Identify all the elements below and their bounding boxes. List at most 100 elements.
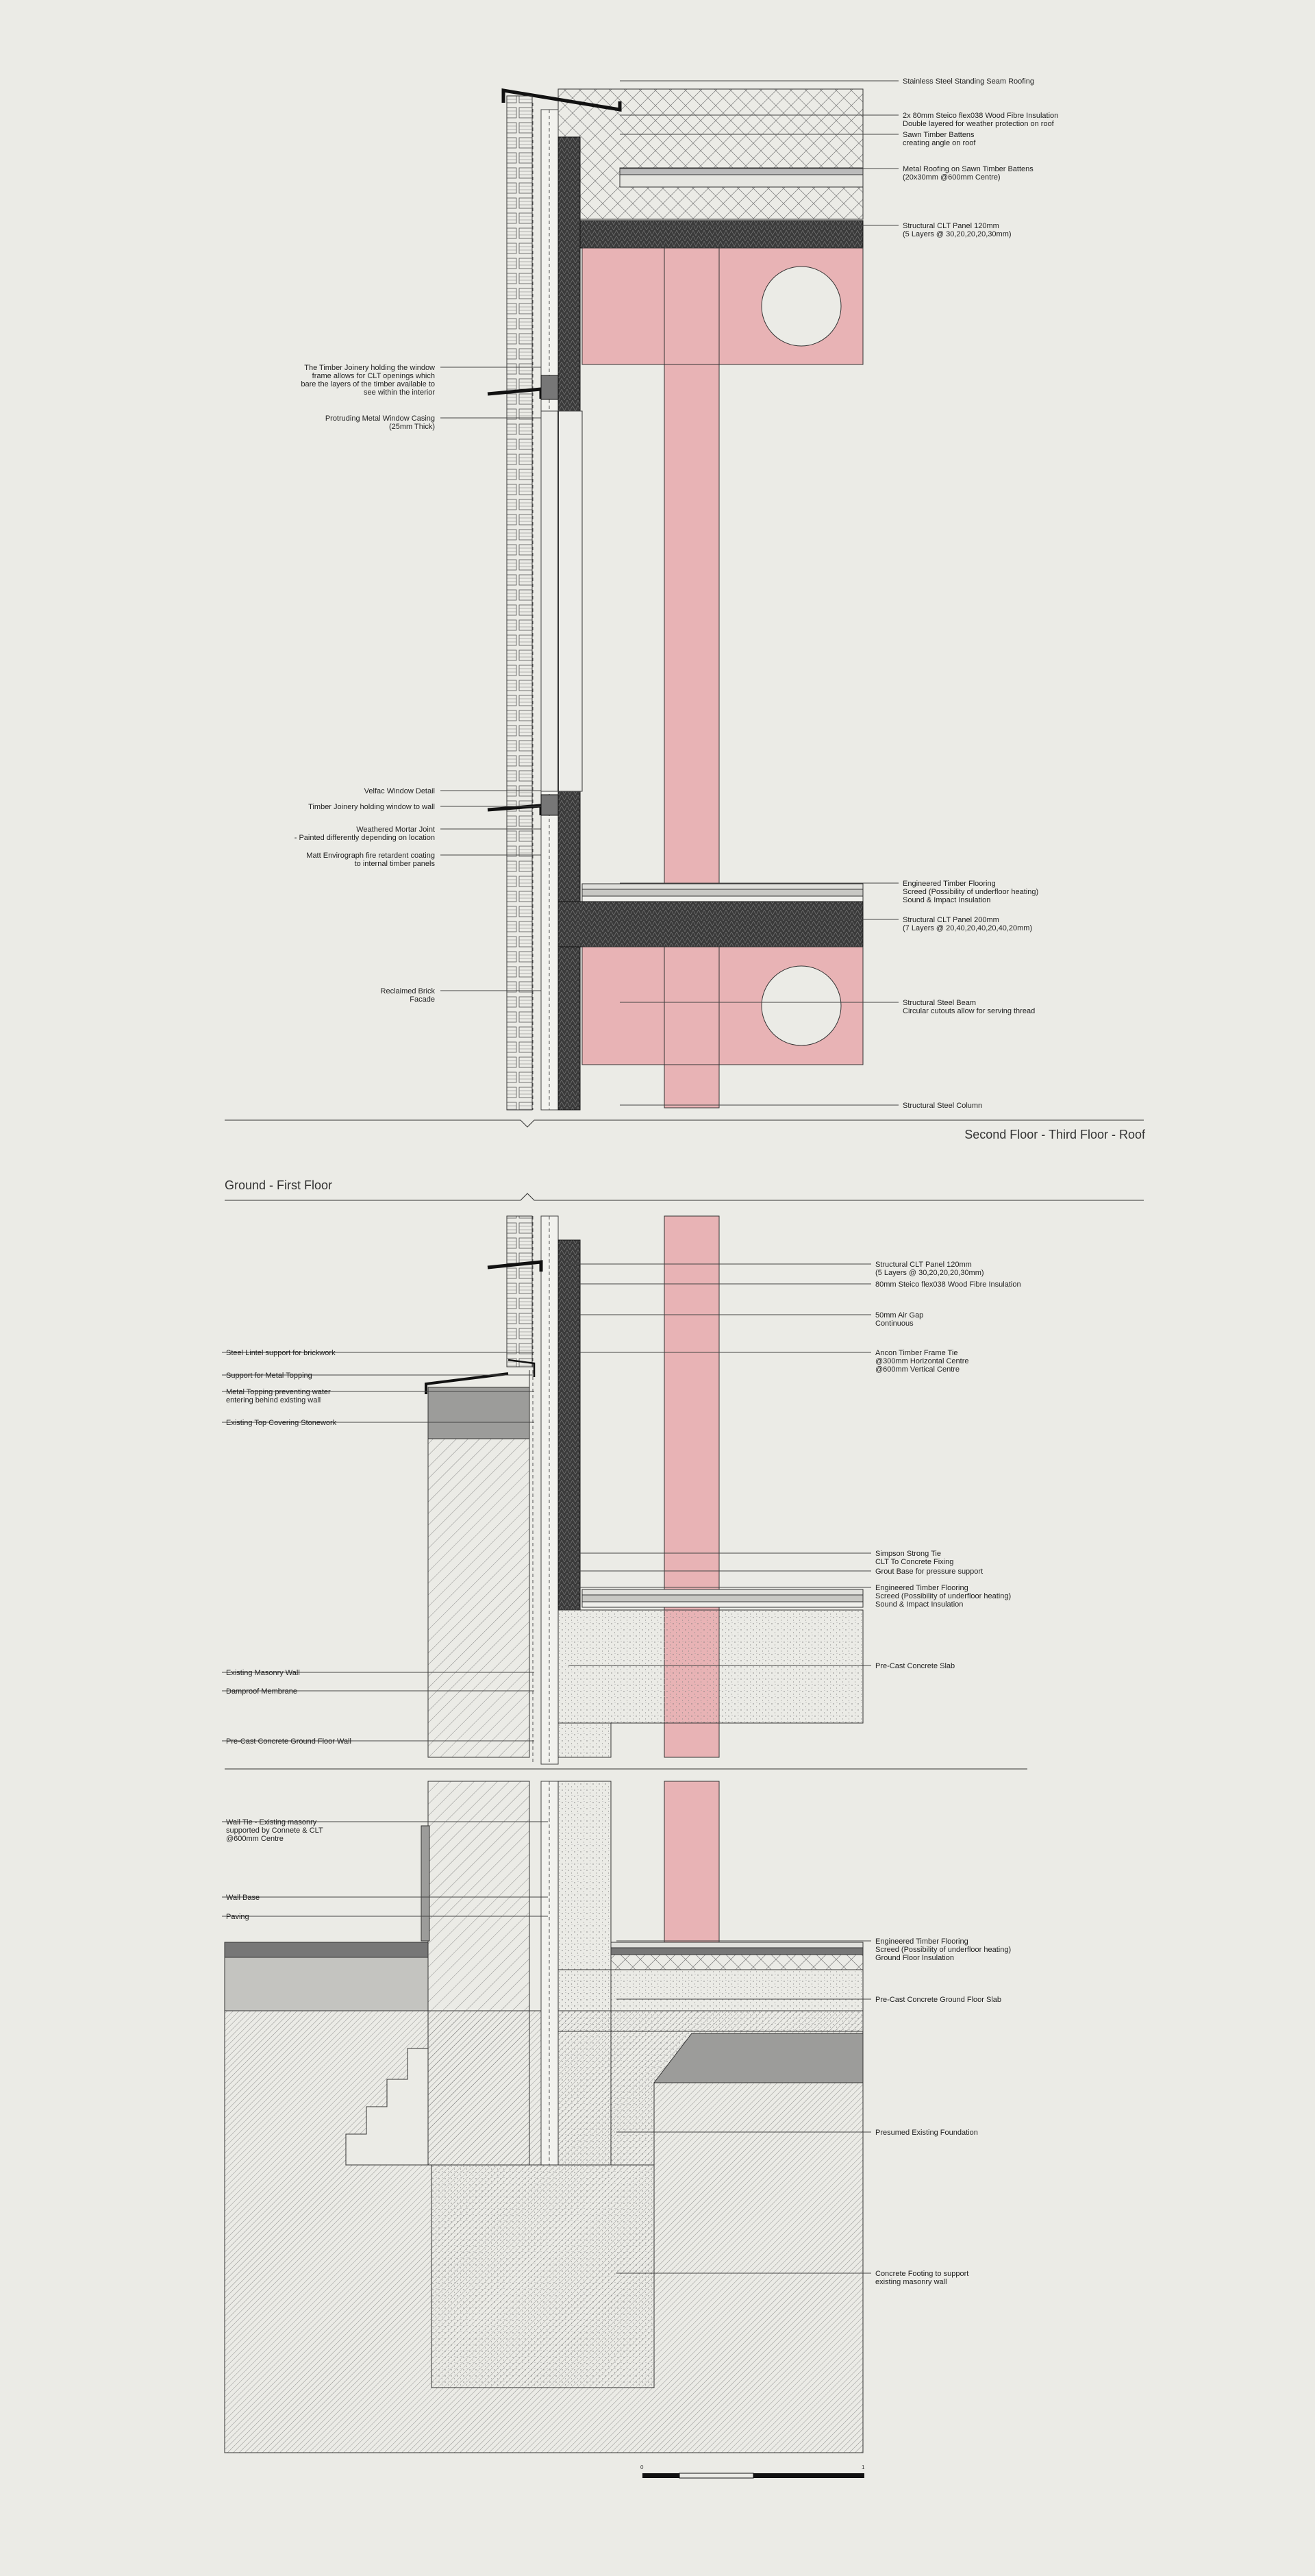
- scale-start-label: 0: [640, 2464, 644, 2470]
- annotation-text: Double layered for weather protection on…: [903, 120, 1055, 128]
- annotation-text: to internal timber panels: [355, 860, 436, 868]
- annotation-right-upper: Stainless Steel Standing Seam Roofing: [620, 77, 1034, 86]
- standing-seam-roof: [501, 88, 622, 112]
- annotation-text: Sound & Impact Insulation: [903, 896, 990, 904]
- brick-facade: [506, 95, 533, 1111]
- annotation-text: Paving: [226, 1913, 249, 1921]
- engineered-flooring-base: [610, 1942, 864, 1948]
- beam-cutout-lower: [761, 965, 842, 1046]
- annotation-text: entering behind existing wall: [226, 1396, 321, 1404]
- annotation-text: Wall Base: [226, 1894, 260, 1902]
- impact-insulation: [581, 895, 864, 902]
- annotation-left-middle: Existing Top Covering Stonework: [222, 1419, 534, 1427]
- ground-floor-insulation: [610, 1954, 864, 1970]
- annotation-text: (7 Layers @ 20,40,20,40,20,40,20mm): [903, 924, 1032, 932]
- annotation-text: see within the interior: [364, 388, 435, 397]
- annotation-left-middle: Support for Metal Topping: [222, 1372, 534, 1380]
- annotation-left-middle: Steel Lintel support for brickwork: [222, 1349, 534, 1357]
- annotation-text: Matt Envirograph fire retardent coating: [306, 852, 435, 860]
- scale-end-label: 1: [862, 2464, 865, 2470]
- annotations-layer: Stainless Steel Standing Seam Roofing 2x …: [222, 77, 1058, 2286]
- annotation-text: @600mm Centre: [226, 1835, 284, 1843]
- middle-section: [225, 1215, 1027, 1770]
- annotation-left-upper: Protruding Metal Window Casing(25mm Thic…: [325, 414, 541, 431]
- ground-floor-slab: [558, 1969, 864, 2032]
- annotation-right-upper: Structural CLT Panel 120mm(5 Layers @ 30…: [620, 222, 1012, 238]
- annotation-text: Pre-Cast Concrete Ground Floor Slab: [875, 1996, 1001, 2004]
- timber-joinery-bottom: [540, 794, 559, 816]
- annotation-text: Screed (Possibility of underfloor heatin…: [903, 888, 1038, 896]
- annotation-text: @600mm Vertical Centre: [875, 1365, 960, 1374]
- annotation-text: Facade: [410, 995, 435, 1004]
- annotation-text: Screed (Possibility of underfloor heatin…: [875, 1592, 1011, 1600]
- steel-lintel: [508, 1359, 536, 1377]
- metal-topping: [425, 1372, 509, 1394]
- annotation-text: bare the layers of the timber available …: [301, 380, 435, 388]
- roof-clt-panel: [558, 220, 864, 249]
- annotation-text: Weathered Mortar Joint: [356, 826, 435, 834]
- annotation-text: supported by Connete & CLT: [226, 1826, 323, 1835]
- roof-metal: [619, 167, 864, 175]
- annotation-text: The Timber Joinery holding the window: [304, 364, 435, 372]
- annotation-right-middle: 80mm Steico flex038 Wood Fibre Insulatio…: [568, 1280, 1021, 1289]
- annotation-text: Engineered Timber Flooring: [875, 1584, 968, 1592]
- annotation-text: @300mm Horizontal Centre: [875, 1357, 969, 1365]
- annotation-text: (5 Layers @ 30,20,20,20,30mm): [875, 1269, 984, 1277]
- annotation-text: Reclaimed Brick: [381, 987, 436, 995]
- annotation-text: Sawn Timber Battens: [903, 131, 975, 139]
- annotation-text: (25mm Thick): [389, 423, 435, 431]
- lower-section-title: Ground - First Floor: [225, 1178, 332, 1192]
- engineered-timber-flooring: [581, 883, 864, 890]
- annotation-left-upper: Timber Joinery holding window to wall: [308, 803, 541, 811]
- annotation-text: Velfac Window Detail: [364, 787, 435, 795]
- annotation-left-lower: Wall Base: [222, 1894, 548, 1902]
- annotation-text: Concrete Footing to support: [875, 2270, 968, 2278]
- annotation-left-upper: Velfac Window Detail: [364, 787, 541, 795]
- annotation-left-upper: Matt Envirograph fire retardent coatingt…: [306, 852, 541, 868]
- annotation-text: Ground Floor Insulation: [875, 1954, 954, 1962]
- annotation-text: Simpson Strong Tie: [875, 1550, 941, 1558]
- existing-masonry-wall: [427, 1438, 530, 1758]
- annotation-text: Engineered Timber Flooring: [903, 880, 996, 888]
- annotation-text: Stainless Steel Standing Seam Roofing: [903, 77, 1034, 86]
- annotation-right-middle: Pre-Cast Concrete Slab: [568, 1662, 955, 1670]
- section-break-middle: [225, 1193, 1144, 1201]
- annotation-text: Existing Masonry Wall: [226, 1669, 300, 1677]
- annotation-right-upper: 2x 80mm Steico flex038 Wood Fibre Insula…: [620, 112, 1058, 128]
- lower-section: [224, 1781, 864, 2453]
- annotation-text: Engineered Timber Flooring: [875, 1937, 968, 1946]
- annotation-text: Structural CLT Panel 120mm: [903, 222, 999, 230]
- annotation-text: Presumed Existing Foundation: [875, 2129, 978, 2137]
- annotation-text: (5 Layers @ 30,20,20,20,30mm): [903, 230, 1012, 238]
- annotation-left-lower: Paving: [222, 1913, 548, 1921]
- grey-stone-wedge: [653, 2033, 864, 2083]
- annotation-left-middle: Pre-Cast Concrete Ground Floor Wall: [222, 1737, 534, 1746]
- impact-insulation-ground: [581, 1601, 864, 1608]
- annotation-text: Structural Steel Column: [903, 1102, 982, 1110]
- scale-segment: [753, 2473, 864, 2478]
- floor-clt-panel: [558, 901, 864, 948]
- timber-joinery-top: [540, 375, 559, 400]
- annotation-text: Timber Joinery holding window to wall: [308, 803, 435, 811]
- screed-base: [610, 1947, 864, 1955]
- annotation-text: Ancon Timber Frame Tie: [875, 1349, 957, 1357]
- existing-masonry-lower: [427, 1781, 530, 2166]
- precast-concrete-slab: [558, 1609, 864, 1724]
- annotation-right-middle: Grout Base for pressure support: [568, 1568, 983, 1576]
- scale-segment: [642, 2473, 679, 2478]
- annotation-right-upper: Metal Roofing on Sawn Timber Battens(20x…: [620, 165, 1034, 182]
- annotation-text: existing masonry wall: [875, 2278, 947, 2286]
- annotation-text: Pre-Cast Concrete Ground Floor Wall: [226, 1737, 351, 1746]
- clt-wall-ground: [558, 1239, 581, 1611]
- annotation-text: Structural CLT Panel 120mm: [875, 1261, 972, 1269]
- annotation-text: Wall Tie - Existing masonry: [226, 1818, 317, 1826]
- beam-cutout-upper: [761, 266, 842, 347]
